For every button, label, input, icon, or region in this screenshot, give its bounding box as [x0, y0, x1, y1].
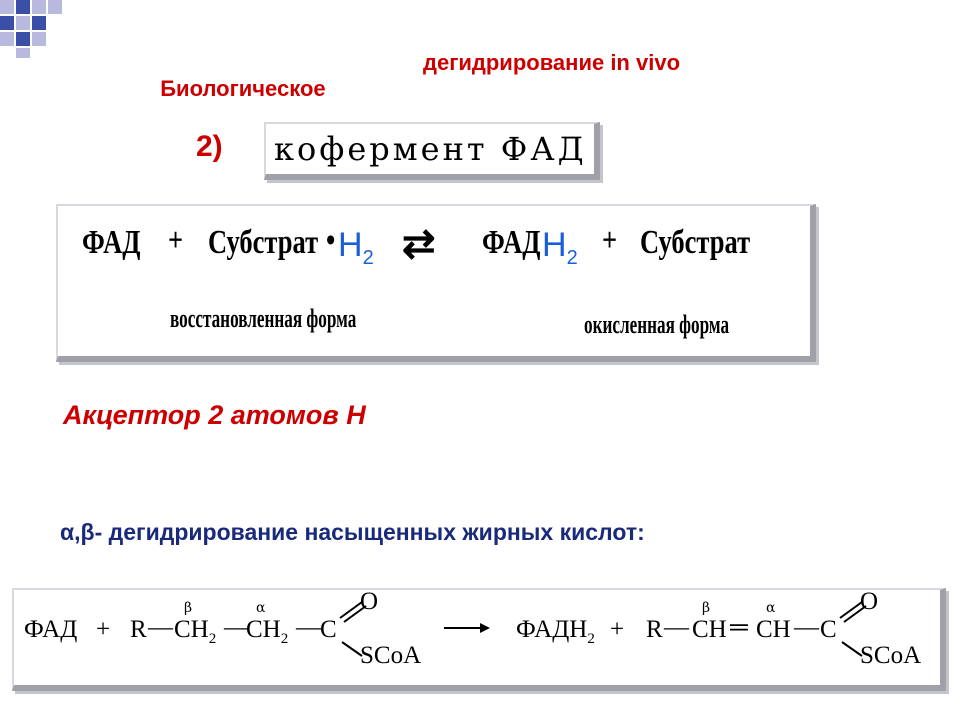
fatty-ch-alpha: CH [756, 616, 791, 643]
reaction-h2-left: H2 [338, 226, 374, 269]
fatty-ch2-alpha: CH2 [246, 616, 289, 647]
fatty-carbonyl-c-left: C [320, 616, 337, 643]
fatty-r-right: R [646, 616, 663, 643]
fatty-ch2-beta: CH2 [174, 616, 217, 647]
reaction-fad: ФАД [82, 224, 141, 261]
forward-arrow [444, 623, 490, 633]
carbonyl-bonds-right [839, 601, 867, 657]
reaction-plus-1: + [168, 222, 184, 259]
fad-reaction-box: ФАД + Субстрат • H2 ⇄ ФАД H2 + Субстрат … [56, 204, 816, 362]
slide-title: Биологическое дегидрирование in vivo [148, 50, 680, 128]
oxidized-form-label: окисленная форма [584, 310, 730, 339]
coenzyme-box: кофермент ФАД [264, 122, 600, 180]
fatty-scoa-left: SCoA [360, 642, 422, 669]
bond-dash: — [148, 614, 173, 641]
fatty-fad: ФАД [24, 616, 78, 643]
fatty-r-left: R [130, 616, 147, 643]
fatty-carbonyl-c-right: C [820, 616, 837, 643]
reaction-fad-product: ФАД [482, 224, 541, 261]
fatty-plus-1: + [96, 616, 111, 643]
corner-decoration [0, 0, 80, 60]
bond-dash: — [664, 614, 689, 641]
reduced-form-label: восстановленная форма [170, 304, 357, 333]
fatty-plus-2: + [610, 616, 625, 643]
fatty-acid-reaction-box: ФАД + R — β CH2 — α CH2 — C O SCoA ФАДН2… [12, 588, 946, 691]
equilibrium-arrow: ⇄ [402, 221, 436, 266]
reaction-substrate-oxidized: Субстрат [640, 224, 751, 261]
beta-label-left: β [184, 600, 193, 616]
bond-dash: — [224, 614, 249, 641]
reaction-substrate-reduced: Субстрат [208, 224, 319, 261]
fatty-fadh2: ФАДН2 [516, 616, 595, 647]
coenzyme-label: кофермент ФАД [274, 130, 587, 168]
reaction-h2-right: H2 [542, 226, 578, 269]
reaction-plus-2: + [602, 222, 618, 259]
slide-title-part2: дегидрирование in vivo [423, 50, 681, 75]
carbonyl-bonds-left [339, 601, 367, 657]
beta-dehydrogenation-heading: α,β- дегидрирование насыщенных жирных ки… [60, 519, 645, 545]
bond-dash: — [794, 614, 819, 641]
acceptor-text: Акцептор 2 атомов H [63, 400, 366, 430]
beta-label-right: β [702, 600, 711, 616]
alpha-label-left: α [256, 600, 266, 616]
fatty-scoa-right: SCoA [860, 642, 922, 669]
slide-title-part1: Биологическое [160, 76, 326, 101]
item-number: 2) [196, 130, 223, 163]
reaction-dot: • [326, 222, 336, 259]
double-bond: ═ [730, 614, 748, 641]
bond-dash: — [296, 614, 321, 641]
fatty-ch-beta: CH [692, 616, 727, 643]
alpha-label-right: α [766, 600, 776, 616]
